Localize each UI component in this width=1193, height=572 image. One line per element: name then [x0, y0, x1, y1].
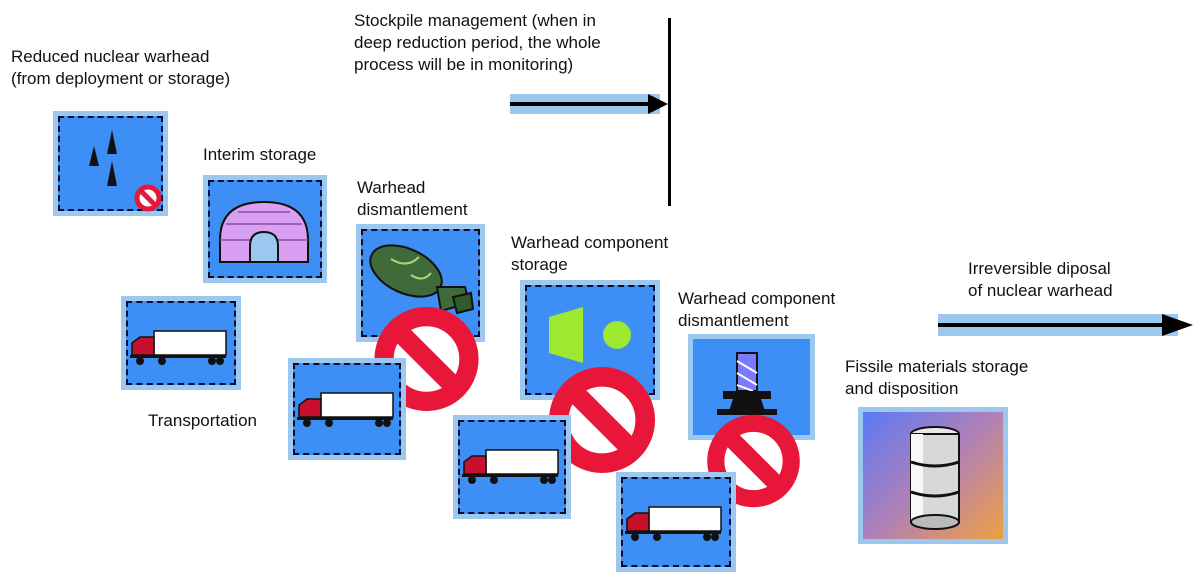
warhead-dismantlement-label: Warhead dismantlement	[357, 178, 468, 219]
component-storage-tile	[520, 280, 660, 474]
truck-icon	[625, 506, 722, 541]
dismantlement-press-icon	[717, 352, 777, 415]
interim-storage-tile	[203, 175, 327, 283]
irreversible-arrow	[938, 314, 1193, 336]
truck-icon	[297, 392, 394, 427]
stockpile-arrow	[510, 94, 668, 114]
interim-storage-label: Interim storage	[203, 145, 317, 164]
stockpile-boundary-line	[668, 18, 671, 206]
transport-tile-4	[616, 472, 736, 572]
irreversible-disposal-label: Irreversible diposal of nuclear warhead	[968, 259, 1113, 300]
transportation-label: Transportation	[148, 411, 257, 430]
reduced-warhead-label: Reduced nuclear warhead (from deployment…	[11, 47, 231, 88]
component-storage-label: Warhead component storage	[511, 233, 669, 274]
transport-tile-2	[288, 358, 406, 460]
component-dismantlement-tile	[688, 334, 815, 508]
component-shapes-icon	[549, 307, 631, 363]
igloo-storage-icon	[219, 200, 309, 263]
truck-icon	[462, 449, 559, 484]
no-sign-icon	[134, 184, 162, 212]
fissile-materials-tile	[858, 407, 1008, 544]
stockpile-management-label: Stockpile management (when in deep reduc…	[354, 11, 601, 74]
fissile-materials-label: Fissile materials storage and dispositio…	[845, 357, 1029, 398]
transport-tile-1	[121, 296, 241, 390]
barrel-drum-icon	[910, 426, 960, 530]
reduced-warhead-tile	[53, 111, 168, 216]
truck-icon	[130, 330, 227, 365]
component-dismantlement-label: Warhead component dismantlement	[678, 289, 836, 330]
warhead-bomb-icon	[369, 244, 475, 315]
transport-tile-3	[453, 415, 571, 519]
warhead-dismantlement-tile	[356, 224, 485, 412]
missile-warheads-icon	[89, 130, 117, 186]
